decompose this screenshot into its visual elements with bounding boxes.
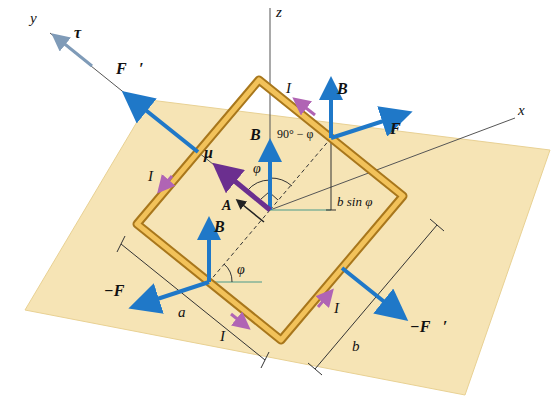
field-vector — [207, 224, 211, 282]
vector-label: B⃗ — [250, 126, 273, 144]
y-axis — [50, 33, 270, 210]
axis-label: z — [276, 4, 282, 21]
force-vector — [342, 268, 402, 316]
level-line — [209, 282, 262, 283]
vector-label: A⃗ — [222, 198, 242, 213]
dimension-line — [315, 225, 437, 369]
vector-label: −F⃗ — [104, 282, 137, 300]
dimension-label: a — [178, 304, 186, 321]
dashed-line — [209, 210, 270, 282]
dimension-tick — [261, 352, 269, 368]
current-arrow — [231, 314, 246, 326]
angle-label: φ — [237, 262, 245, 277]
field-vector — [268, 146, 272, 210]
dimension-label: b — [352, 338, 360, 355]
current-label: I — [148, 168, 153, 185]
vector-label: τ⃗ — [74, 24, 94, 42]
force-vector — [128, 96, 198, 152]
vector-label: B⃗ — [214, 218, 237, 236]
current-label: I — [334, 300, 339, 317]
dashed-line — [270, 138, 331, 210]
dimension-line — [331, 143, 332, 210]
current-loop — [137, 80, 403, 340]
plane — [25, 100, 550, 395]
dimension-tick — [308, 363, 322, 375]
angle-label: φ — [253, 161, 261, 176]
vector-label: μ⃗ — [204, 144, 225, 162]
angle-arc — [270, 178, 292, 186]
vector-label: F⃗ — [390, 120, 413, 138]
force-vector — [136, 282, 209, 306]
field-vector — [329, 84, 333, 138]
vector-label: B⃗ — [337, 80, 360, 98]
current-arrow — [161, 176, 172, 189]
axis-label: x — [518, 102, 525, 119]
current-label: I — [286, 80, 291, 97]
current-label: I — [220, 328, 225, 345]
torque-vector — [56, 37, 92, 66]
dimension-line — [121, 244, 265, 360]
vector-label: F⃗′ — [116, 60, 144, 78]
dimension-tick — [430, 219, 444, 231]
angle-arc — [247, 180, 270, 191]
current-arrow — [297, 101, 315, 115]
axis-label: y — [30, 10, 37, 27]
current-arrow — [318, 293, 330, 307]
current-loop — [137, 80, 403, 340]
angle-label: 90° − φ — [277, 128, 314, 141]
z-axis — [270, 8, 271, 210]
dimension-tick — [326, 210, 336, 211]
level-line — [270, 210, 331, 211]
dimension-label: b sin φ — [337, 195, 372, 209]
vector-label: −F⃗′ — [410, 318, 447, 336]
dimension-tick — [117, 236, 125, 252]
x-axis — [270, 118, 515, 210]
angle-arc — [224, 264, 232, 282]
